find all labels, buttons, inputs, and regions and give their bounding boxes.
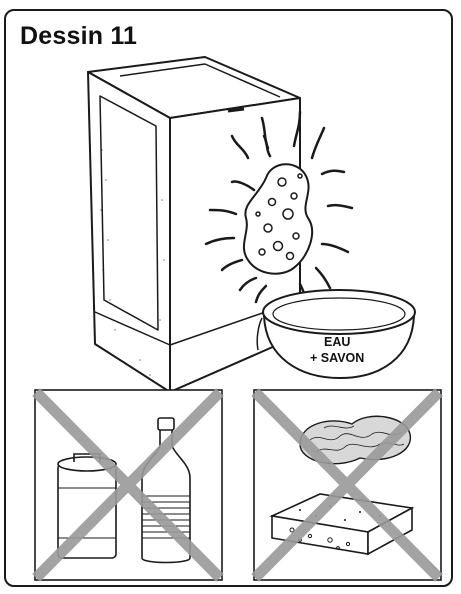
bowl-label-soap: + SAVON bbox=[310, 351, 364, 365]
bowl-label-water: EAU bbox=[324, 335, 350, 349]
